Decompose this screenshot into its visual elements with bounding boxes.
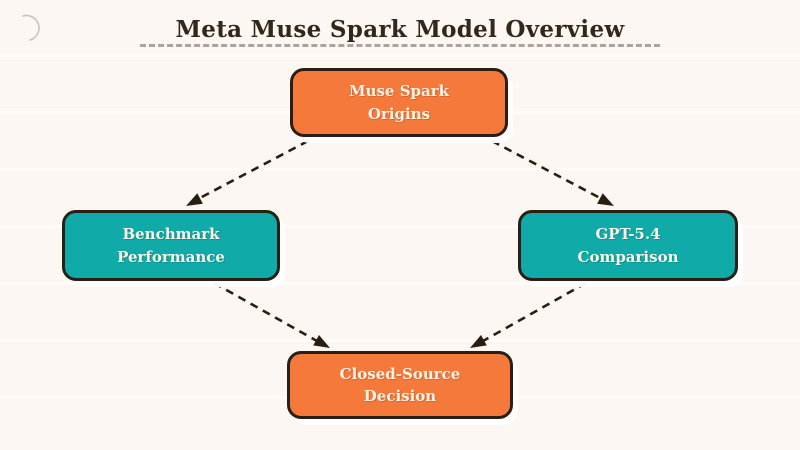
- node-benchmark-performance: Benchmark Performance: [62, 210, 280, 281]
- node-closed-source-decision: Closed-Source Decision: [287, 351, 513, 419]
- arrowhead-icon: [186, 193, 203, 206]
- node-label: Benchmark Performance: [117, 225, 225, 266]
- diagram-title: Meta Muse Spark Model Overview: [175, 16, 625, 43]
- node-gpt-5-4-comparison: GPT-5.4 Comparison: [518, 210, 738, 281]
- edge-origins-gpt: [491, 139, 614, 206]
- node-label: Muse Spark Origins: [348, 82, 450, 123]
- node-label: Closed-Source Decision: [339, 364, 461, 406]
- edge-benchmark-decision: [213, 281, 330, 348]
- edge-gpt-decision: [470, 281, 587, 348]
- node-muse-spark-origins: Muse Spark Origins: [290, 68, 508, 137]
- edge-origins-benchmark: [186, 139, 309, 206]
- arrowhead-icon: [313, 335, 330, 348]
- arrowhead-icon: [597, 193, 614, 206]
- node-label: GPT-5.4 Comparison: [577, 225, 679, 266]
- arrowhead-icon: [470, 335, 487, 348]
- title-underline: [140, 44, 660, 47]
